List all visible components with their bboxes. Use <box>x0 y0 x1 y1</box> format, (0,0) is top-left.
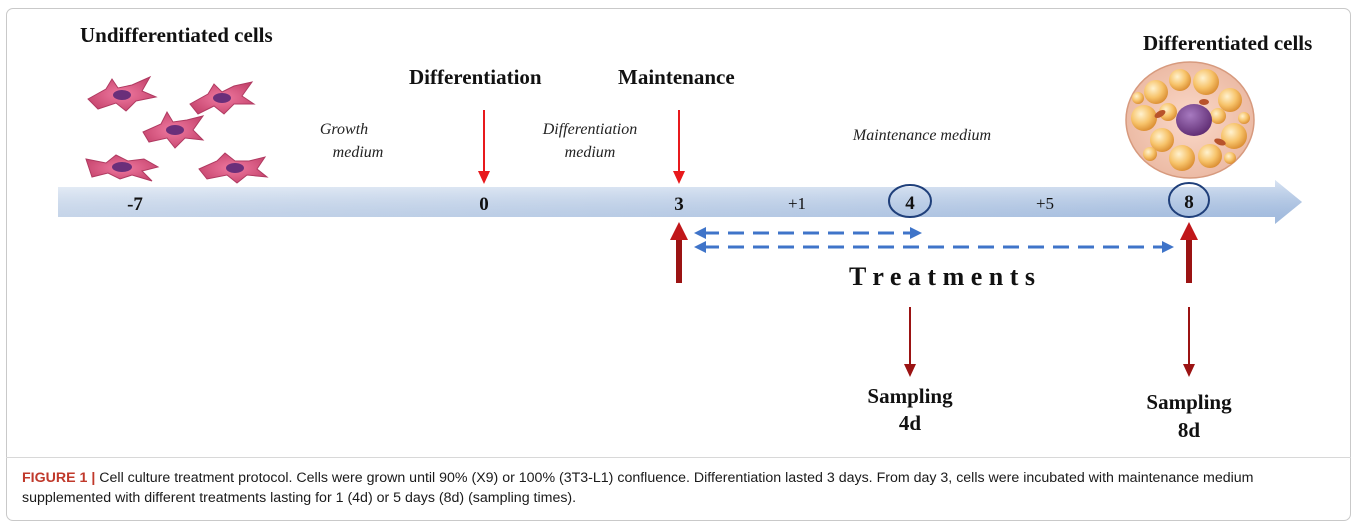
treatment-start-arrow-day3 <box>670 222 688 283</box>
day-minus7-label: -7 <box>127 194 143 215</box>
fibroblast-cell <box>142 110 205 149</box>
sampling-4d-arrow <box>904 307 916 377</box>
undifferentiated-cells-image <box>85 75 269 184</box>
day-4-label: 4 <box>905 193 915 214</box>
sampling-4d-label-1: Sampling <box>867 384 953 408</box>
heading-maintenance: Maintenance <box>618 65 735 89</box>
fibroblast-cell <box>87 75 158 112</box>
treatment-duration-4d-arrow <box>694 227 922 239</box>
growth-medium-label-2: medium <box>333 144 384 161</box>
heading-undifferentiated: Undifferentiated cells <box>80 23 273 47</box>
diff-medium-label-1: Differentiation <box>542 121 638 138</box>
caption-text: Cell culture treatment protocol. Cells w… <box>22 470 1254 506</box>
growth-medium-label-1: Growth <box>320 121 368 138</box>
plus5-label: +5 <box>1036 194 1054 213</box>
treatment-duration-8d-arrow <box>694 241 1174 253</box>
day-3-label: 3 <box>674 194 684 215</box>
day-4-circle <box>888 184 932 218</box>
maintenance-medium-label: Maintenance medium <box>852 127 991 144</box>
day-0-label: 0 <box>479 194 489 215</box>
caption-divider <box>6 457 1351 458</box>
sampling-8d-label-1: Sampling <box>1146 390 1232 414</box>
day-8-label: 8 <box>1184 192 1194 213</box>
day-8-circle <box>1168 182 1210 218</box>
fibroblast-cell <box>85 154 160 182</box>
maintenance-arrow <box>673 110 685 184</box>
treatment-end-arrow-day8 <box>1180 222 1198 283</box>
treatments-label: T r e a t m e n t s <box>849 262 1035 291</box>
protocol-diagram: Undifferentiated cells Differentiation M… <box>58 23 1312 442</box>
sampling-4d-label-2: 4d <box>899 411 922 435</box>
sampling-8d-arrow <box>1183 307 1195 377</box>
heading-differentiated: Differentiated cells <box>1143 31 1312 55</box>
heading-differentiation: Differentiation <box>409 65 542 89</box>
timeline-bar <box>58 180 1302 224</box>
figure-caption: FIGURE 1 | Cell culture treatment protoc… <box>22 468 1342 508</box>
fibroblast-cell <box>198 152 269 184</box>
fibroblast-cell <box>189 81 256 115</box>
differentiation-arrow <box>478 110 490 184</box>
differentiated-cell-image <box>1125 61 1255 179</box>
sampling-8d-label-2: 8d <box>1178 418 1201 442</box>
diff-medium-label-2: medium <box>565 144 616 161</box>
figure-label: FIGURE 1 | <box>22 470 96 486</box>
plus1-label: +1 <box>788 194 806 213</box>
